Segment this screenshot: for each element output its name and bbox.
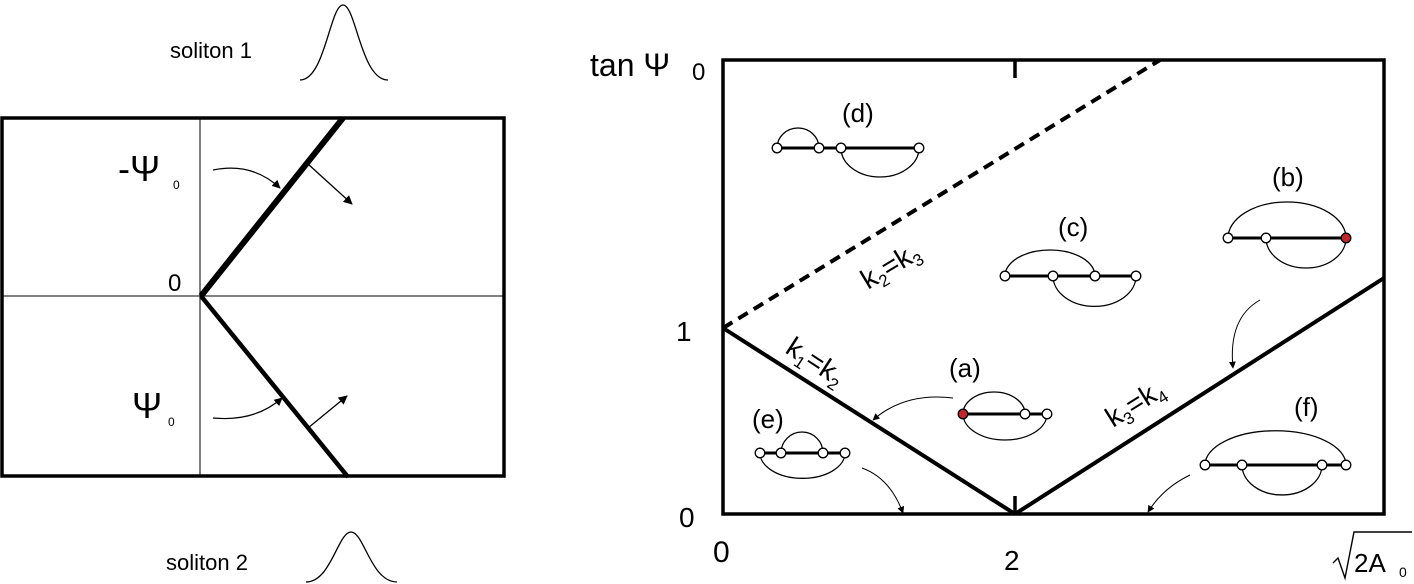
angle-neg-subscript: 0	[173, 178, 180, 192]
angle-neg-label: -Ψ	[118, 148, 160, 189]
svg-text:k3=k4: k3=k4	[1100, 373, 1172, 436]
angle-neg-arrow	[212, 167, 281, 189]
pointer-arrow-b	[1228, 299, 1261, 369]
soliton-1-pulse	[299, 4, 389, 81]
soliton-frame	[0, 116, 506, 478]
pointer-arrow-a	[872, 396, 954, 421]
x-tick-label: 0	[713, 536, 730, 569]
x-axis-subscript: 0	[1399, 564, 1407, 580]
soliton-2-direction-arrow	[307, 395, 348, 429]
k1-k2-boundary	[721, 326, 1017, 516]
k2-k3-boundary	[721, 58, 1162, 330]
chord-diagram-f	[1199, 430, 1352, 496]
chord-diagram-c	[999, 249, 1142, 307]
origin-label: 0	[168, 270, 181, 297]
soliton-1-direction-arrow	[307, 163, 353, 205]
y-axis-label: tan Ψ	[590, 47, 670, 83]
svg-text:k2=k3: k2=k3	[855, 236, 927, 299]
soliton-2-label: soliton 2	[166, 550, 248, 575]
soliton-2-line	[199, 294, 350, 479]
k3-k4-label: k3=k4	[1100, 373, 1172, 436]
soliton-1-line	[198, 116, 346, 298]
highlighted-node	[957, 408, 969, 420]
region-label-f: (f)	[1294, 392, 1319, 422]
region-label-a: (a)	[949, 353, 981, 383]
chord-diagram-b	[1222, 201, 1352, 269]
y-tick-label: 1	[676, 316, 692, 347]
chord-diagram-a	[957, 391, 1053, 441]
region-label-b: (b)	[1272, 162, 1304, 192]
x-axis-label: 2A	[1354, 548, 1386, 578]
k2-k3-label: k2=k3	[855, 236, 927, 299]
region-label-d: (d)	[842, 98, 874, 128]
k3-k4-boundary	[1013, 276, 1386, 516]
angle-pos-subscript: 0	[168, 415, 175, 429]
chord-diagram-e	[754, 431, 851, 479]
pointer-arrow-e	[861, 467, 905, 514]
region-label-e: (e)	[752, 404, 784, 434]
angle-pos-arrow	[212, 397, 283, 420]
sqrt-symbol	[1332, 531, 1412, 581]
x-tick-label: 2	[1004, 545, 1020, 576]
highlighted-node	[1340, 232, 1352, 244]
soliton-2-pulse	[305, 531, 398, 583]
right-panel: tan Ψ 0 1 0 0 2 2A 0 k2=k3 k1=k2 k3=k4 (…	[590, 47, 1412, 581]
left-panel: soliton 1 -Ψ 0 Ψ 0 0 soliton 2	[0, 4, 506, 583]
soliton-1-label: soliton 1	[170, 38, 252, 63]
chord-diagram-d	[771, 127, 925, 178]
y-tick-label: 0	[679, 502, 695, 533]
region-label-c: (c)	[1058, 212, 1088, 242]
plot-frame	[721, 58, 1386, 516]
y-axis-subscript: 0	[692, 59, 705, 86]
angle-pos-label: Ψ	[132, 385, 162, 426]
pointer-arrow-f	[1147, 474, 1191, 513]
